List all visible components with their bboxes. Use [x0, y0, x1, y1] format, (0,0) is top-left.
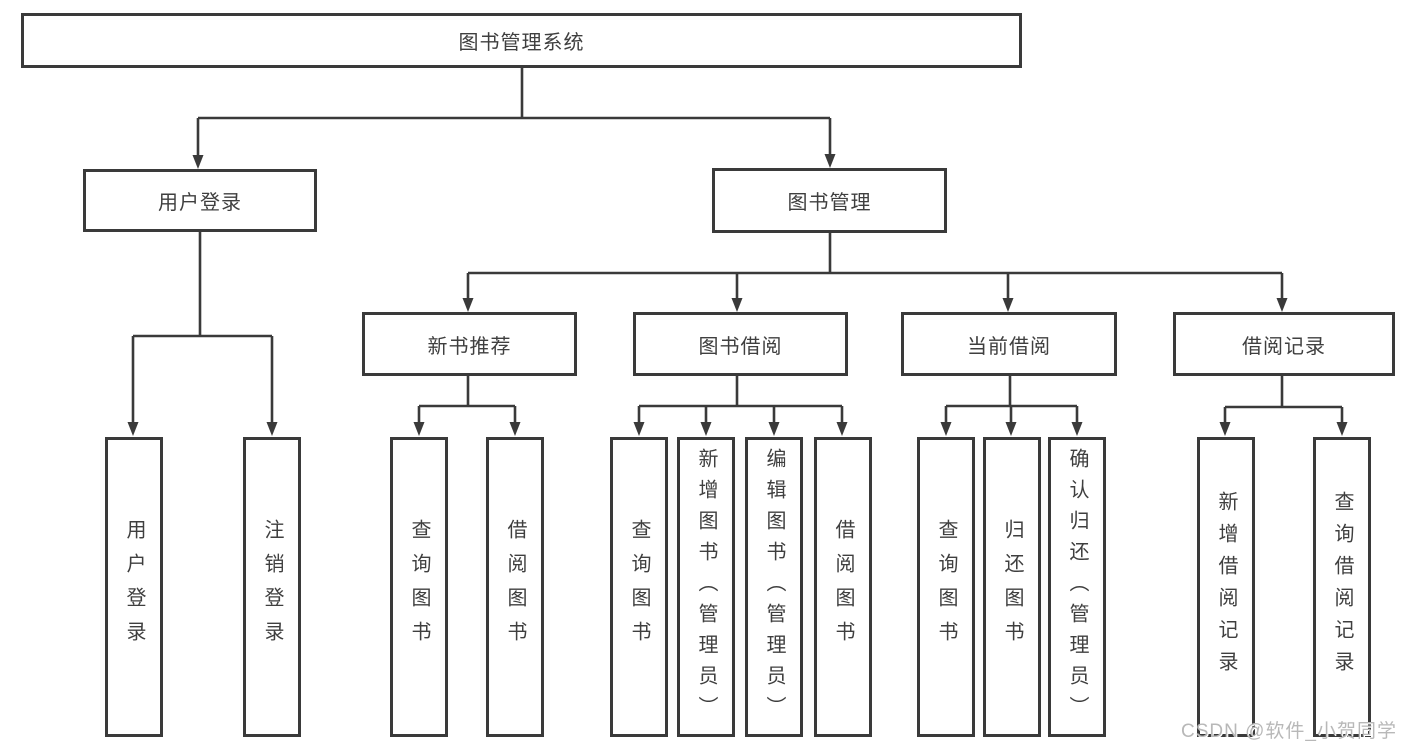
- node-leaf-borrow-edit-book: 编辑图书（管理员）: [745, 437, 803, 737]
- node-leaf-borrow-edit-book-label: 编辑图书（管理员）: [763, 447, 785, 727]
- node-leaf-borrow-query-label: 查询图书: [628, 519, 650, 655]
- node-leaf-logout-label: 注销登录: [261, 519, 283, 655]
- node-leaf-record-add-label: 新增借阅记录: [1215, 491, 1237, 683]
- node-leaf-newbook-borrow: 借阅图书: [486, 437, 544, 737]
- node-book-management-label: 图书管理: [787, 192, 872, 214]
- node-leaf-current-confirm-return: 确认归还（管理员）: [1048, 437, 1106, 737]
- connector-bookmgmt-to-level3: [466, 233, 1284, 299]
- node-leaf-user-login: 用户登录: [105, 437, 163, 737]
- node-leaf-newbook-query: 查询图书: [390, 437, 448, 737]
- csdn-watermark: CSDN @软件_小贺同学: [1181, 721, 1397, 742]
- node-leaf-borrow-borrow-book: 借阅图书: [814, 437, 872, 737]
- node-leaf-newbook-borrow-label: 借阅图书: [504, 519, 526, 655]
- node-root-label: 图书管理系统: [458, 32, 585, 54]
- connector-borrowrecords-to-leaves: [1223, 376, 1344, 423]
- node-book-borrow: 图书借阅: [633, 312, 848, 376]
- node-leaf-current-query-label: 查询图书: [935, 519, 957, 655]
- connector-bookborrow-to-leaves: [637, 376, 844, 423]
- node-leaf-record-query-label: 查询借阅记录: [1331, 491, 1353, 683]
- node-book-borrow-label: 图书借阅: [698, 335, 783, 358]
- node-leaf-current-return-label: 归还图书: [1001, 519, 1023, 655]
- node-root: 图书管理系统: [21, 13, 1022, 68]
- node-leaf-borrow-add-book: 新增图书（管理员）: [677, 437, 735, 737]
- node-new-book-recommend-label: 新书推荐: [427, 335, 512, 358]
- connector-root-to-level2: [196, 68, 832, 156]
- node-leaf-record-add: 新增借阅记录: [1197, 437, 1255, 737]
- node-leaf-borrow-query: 查询图书: [610, 437, 668, 737]
- arrowheads: [127, 154, 1348, 436]
- connector-userlogin-to-leaves: [131, 232, 274, 423]
- node-leaf-borrow-add-book-label: 新增图书（管理员）: [695, 447, 717, 727]
- node-leaf-user-login-label: 用户登录: [123, 519, 145, 655]
- node-leaf-record-query: 查询借阅记录: [1313, 437, 1371, 737]
- node-current-borrow: 当前借阅: [901, 312, 1117, 376]
- node-leaf-newbook-query-label: 查询图书: [408, 519, 430, 655]
- connector-currentborrow-to-leaves: [944, 376, 1079, 423]
- node-book-management: 图书管理: [712, 168, 947, 233]
- node-borrow-records: 借阅记录: [1173, 312, 1395, 376]
- connector-newbookrec-to-leaves: [417, 376, 517, 423]
- node-leaf-current-confirm-return-label: 确认归还（管理员）: [1066, 447, 1088, 727]
- node-current-borrow-label: 当前借阅: [967, 335, 1051, 358]
- node-new-book-recommend: 新书推荐: [362, 312, 577, 376]
- node-leaf-borrow-borrow-book-label: 借阅图书: [832, 519, 854, 655]
- node-borrow-records-label: 借阅记录: [1242, 335, 1326, 358]
- node-user-login-label: 用户登录: [158, 192, 242, 214]
- node-leaf-current-query: 查询图书: [917, 437, 975, 737]
- node-leaf-logout: 注销登录: [243, 437, 301, 737]
- node-user-login: 用户登录: [83, 169, 317, 232]
- node-leaf-current-return: 归还图书: [983, 437, 1041, 737]
